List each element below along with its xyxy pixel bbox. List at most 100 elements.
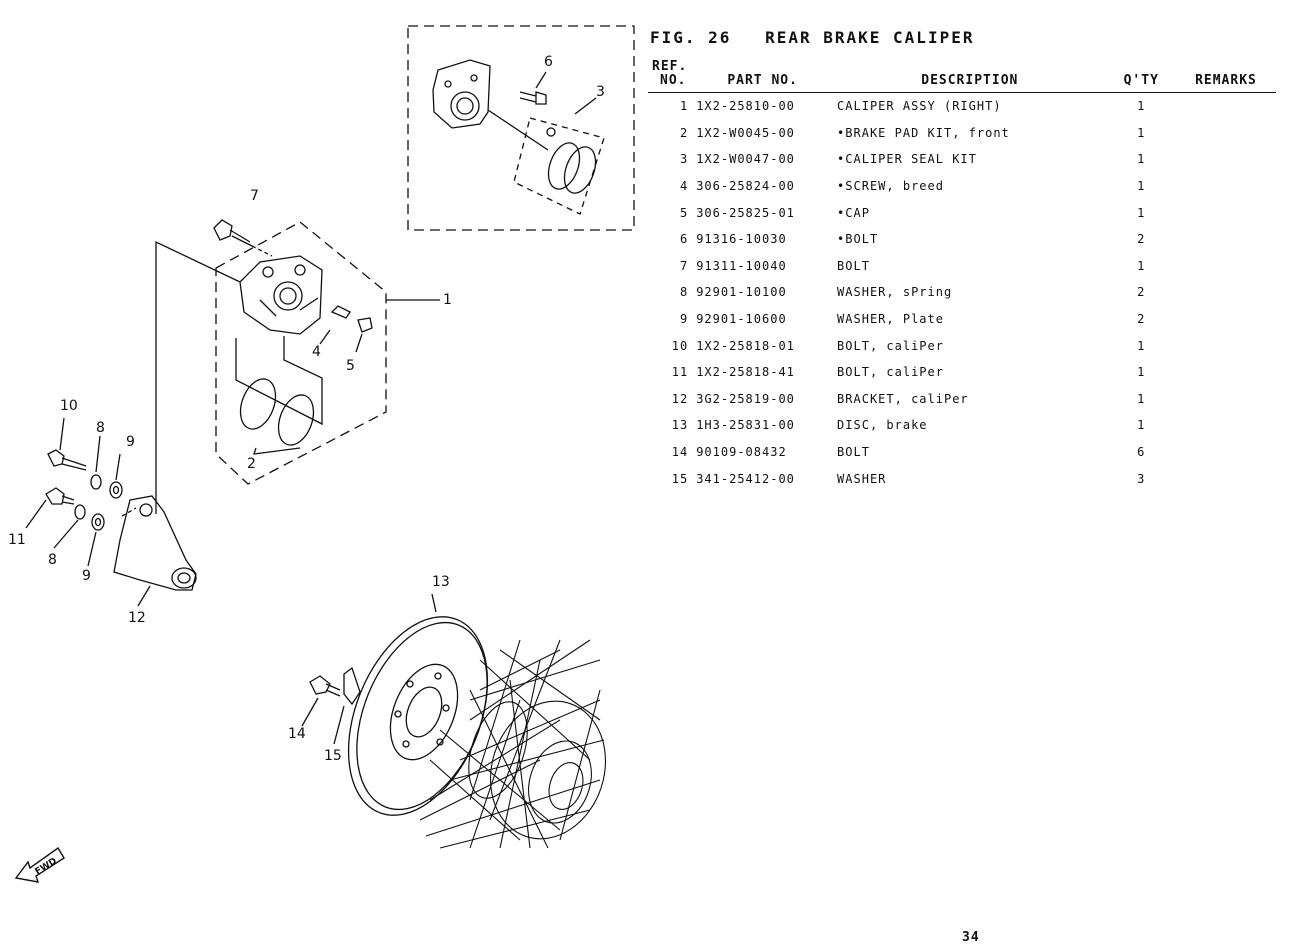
remarks [1176, 146, 1276, 173]
brake-pad-1 [239, 378, 277, 430]
figure-title: FIG. 26 REAR BRAKE CALIPER [650, 28, 996, 47]
quantity: 1 [1137, 391, 1146, 406]
callout-label: 10 [60, 398, 78, 414]
quantity: 2 [1137, 285, 1146, 300]
part-number: 1H3-25831-00 [696, 418, 795, 433]
callout-label: 8 [48, 552, 57, 568]
header-description: DESCRIPTION [833, 60, 1107, 93]
part-number: 306-25824-00 [696, 179, 795, 194]
part-description: BOLT, caliPer [837, 365, 944, 380]
fwd-arrow-icon: FWD [14, 846, 65, 883]
part-number: 1X2-25810-00 [696, 99, 795, 114]
ref-number: 6 [679, 232, 689, 247]
table-row: 7 91311-10040 BOLT 1 [648, 253, 1276, 280]
table-row: 15 341-25412-00 WASHER 3 [648, 465, 1276, 492]
header-qty: Q'TY [1106, 60, 1176, 93]
part-number: 1X2-25818-41 [696, 365, 795, 380]
quantity: 1 [1137, 258, 1146, 273]
callout-label: 3 [596, 84, 605, 100]
fwd-label: FWD [34, 856, 59, 877]
callout-label: 4 [312, 344, 321, 360]
header-ref: REF. NO. [648, 60, 693, 93]
caliper-group-box [215, 221, 387, 485]
caliper-bracket [113, 495, 197, 591]
ref-number: 10 [671, 338, 689, 353]
remarks [1176, 359, 1276, 386]
quantity: 1 [1137, 125, 1146, 140]
part-description: •CAP [837, 205, 870, 220]
part-description: •BOLT [837, 232, 879, 247]
remarks [1176, 120, 1276, 147]
remarks [1176, 465, 1276, 492]
callout-label: 14 [288, 726, 306, 742]
callout-label: 11 [8, 532, 26, 548]
callout-label: 15 [324, 748, 342, 764]
quantity: 1 [1137, 99, 1146, 114]
part-number: 341-25412-00 [696, 471, 795, 486]
bolt-7 [213, 219, 253, 247]
part-description: WASHER [837, 471, 887, 486]
part-number: 91311-10040 [696, 258, 787, 273]
callout-label: 6 [544, 54, 553, 70]
caliper-body [239, 255, 323, 335]
table-header-row: REF. NO. PART NO. DESCRIPTION Q'TY REMAR… [648, 60, 1276, 93]
inset-detail-box [407, 25, 635, 231]
remarks [1176, 439, 1276, 466]
ref-number: 4 [679, 179, 689, 194]
callout-label: 9 [82, 568, 91, 584]
remarks [1176, 173, 1276, 200]
table-row: 1 1X2-25810-00 CALIPER ASSY (RIGHT) 1 [648, 93, 1276, 120]
bolt-14 [309, 675, 341, 697]
part-description: WASHER, Plate [837, 312, 944, 327]
remarks [1176, 412, 1276, 439]
callout-label: 1 [443, 292, 452, 308]
callout-label: 12 [128, 610, 146, 626]
part-number: 3G2-25819-00 [696, 391, 795, 406]
ref-number: 9 [679, 312, 689, 327]
callout-label: 2 [247, 456, 256, 472]
part-description: •SCREW, breed [837, 179, 944, 194]
ref-number: 14 [671, 445, 689, 460]
table-row: 12 3G2-25819-00 BRACKET, caliPer 1 [648, 386, 1276, 413]
remarks [1176, 386, 1276, 413]
part-number: 90109-08432 [696, 445, 787, 460]
remarks [1176, 306, 1276, 333]
part-description: WASHER, sPring [837, 285, 953, 300]
part-description: BRACKET, caliPer [837, 391, 969, 406]
ref-number: 15 [671, 471, 689, 486]
ref-number: 12 [671, 391, 689, 406]
quantity: 1 [1137, 152, 1146, 167]
part-description: DISC, brake [837, 418, 928, 433]
part-number: 92901-10600 [696, 312, 787, 327]
callout-label: 5 [346, 358, 355, 374]
ref-number: 3 [679, 152, 689, 167]
brake-pad-2 [277, 394, 315, 446]
exploded-parts-diagram: 1 2 3 4 5 6 7 8 9 10 11 8 9 12 13 14 15 [8, 25, 635, 849]
ref-number: 8 [679, 285, 689, 300]
part-description: BOLT [837, 258, 870, 273]
ref-number: 13 [671, 418, 689, 433]
ref-number: 11 [671, 365, 689, 380]
part-number: 1X2-W0047-00 [696, 152, 795, 167]
quantity: 3 [1137, 471, 1146, 486]
ref-number: 5 [679, 205, 689, 220]
inset-caliper [432, 59, 491, 129]
part-number: 306-25825-01 [696, 205, 795, 220]
ref-number: 7 [679, 258, 689, 273]
ref-number: 1 [679, 99, 689, 114]
quantity: 6 [1137, 445, 1146, 460]
parts-table: REF. NO. PART NO. DESCRIPTION Q'TY REMAR… [648, 60, 1276, 492]
remarks [1176, 226, 1276, 253]
part-description: CALIPER ASSY (RIGHT) [837, 99, 1002, 114]
part-number: 91316-10030 [696, 232, 787, 247]
seal-kit-box [513, 117, 605, 215]
